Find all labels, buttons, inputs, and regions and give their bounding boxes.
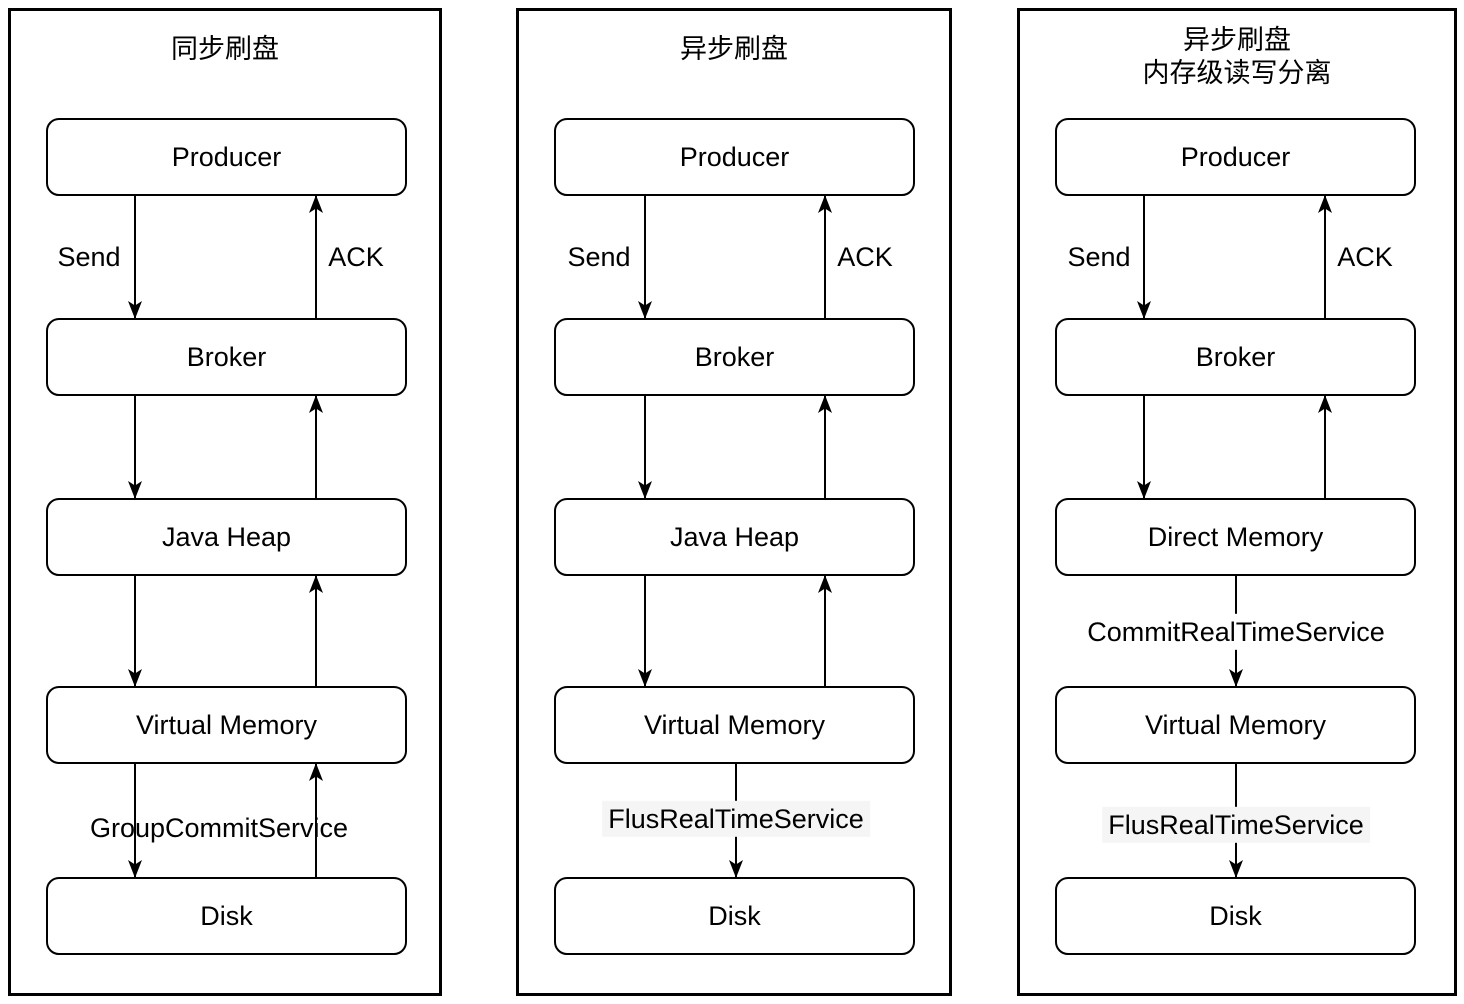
box-label: Virtual Memory bbox=[643, 709, 826, 740]
edge-label-ack: ACK bbox=[328, 241, 384, 272]
panel-async-flush: 异步刷盘 Producer Broker Java Heap Virtual M… bbox=[516, 8, 952, 996]
box-broker: Broker bbox=[46, 318, 407, 396]
box-label: Broker bbox=[1195, 341, 1276, 372]
box-virtual-memory: Virtual Memory bbox=[554, 686, 915, 764]
box-producer: Producer bbox=[1055, 118, 1416, 196]
box-label: Virtual Memory bbox=[1144, 709, 1327, 740]
edge-label-ack: ACK bbox=[1337, 241, 1393, 272]
box-java-heap: Java Heap bbox=[46, 498, 407, 576]
edge-label-commit-realtime-service: CommitRealTimeService bbox=[1081, 613, 1391, 651]
panel-sync-flush: 同步刷盘 Producer Broker Java Heap Virtual M… bbox=[8, 8, 442, 996]
edge-label-group-commit-service: GroupCommitService bbox=[89, 812, 349, 843]
box-label: Producer bbox=[1180, 141, 1291, 172]
box-label: Java Heap bbox=[669, 521, 800, 552]
box-label: Java Heap bbox=[161, 521, 292, 552]
panel-async-flush-rw-split: 异步刷盘 内存级读写分离 Producer Broker Direct Memo… bbox=[1017, 8, 1457, 996]
box-direct-memory: Direct Memory bbox=[1055, 498, 1416, 576]
edge-label-send: Send bbox=[57, 241, 121, 272]
box-producer: Producer bbox=[46, 118, 407, 196]
panel-title-line: 异步刷盘 bbox=[1183, 25, 1291, 55]
panel-title-line: 异步刷盘 bbox=[680, 34, 788, 64]
box-disk: Disk bbox=[1055, 877, 1416, 955]
edge-label-flush-realtime-service: FlusRealTimeService bbox=[1102, 806, 1370, 844]
panel-title: 同步刷盘 bbox=[11, 33, 439, 66]
arrows-layer-async bbox=[638, 195, 832, 878]
panel-title-line: 内存级读写分离 bbox=[1142, 58, 1332, 88]
box-disk: Disk bbox=[46, 877, 407, 955]
box-label: Broker bbox=[694, 341, 775, 372]
box-label: Disk bbox=[1209, 900, 1262, 931]
panel-title: 异步刷盘 内存级读写分离 bbox=[1020, 24, 1454, 90]
box-label: Broker bbox=[186, 341, 267, 372]
edge-label-send: Send bbox=[567, 241, 631, 272]
arrows-layer-sync bbox=[128, 195, 323, 878]
box-broker: Broker bbox=[1055, 318, 1416, 396]
edge-label-flush-realtime-service: FlusRealTimeService bbox=[602, 800, 870, 838]
box-label: Virtual Memory bbox=[135, 709, 318, 740]
box-producer: Producer bbox=[554, 118, 915, 196]
panel-title: 异步刷盘 bbox=[519, 33, 949, 66]
box-virtual-memory: Virtual Memory bbox=[46, 686, 407, 764]
box-java-heap: Java Heap bbox=[554, 498, 915, 576]
box-label: Disk bbox=[708, 900, 761, 931]
edge-label-ack: ACK bbox=[837, 241, 893, 272]
box-broker: Broker bbox=[554, 318, 915, 396]
box-label: Producer bbox=[171, 141, 282, 172]
edge-label-send: Send bbox=[1067, 241, 1131, 272]
box-label: Producer bbox=[679, 141, 790, 172]
panel-title-line: 同步刷盘 bbox=[171, 34, 279, 64]
box-virtual-memory: Virtual Memory bbox=[1055, 686, 1416, 764]
box-label: Disk bbox=[200, 900, 253, 931]
box-label: Direct Memory bbox=[1147, 521, 1324, 552]
box-disk: Disk bbox=[554, 877, 915, 955]
